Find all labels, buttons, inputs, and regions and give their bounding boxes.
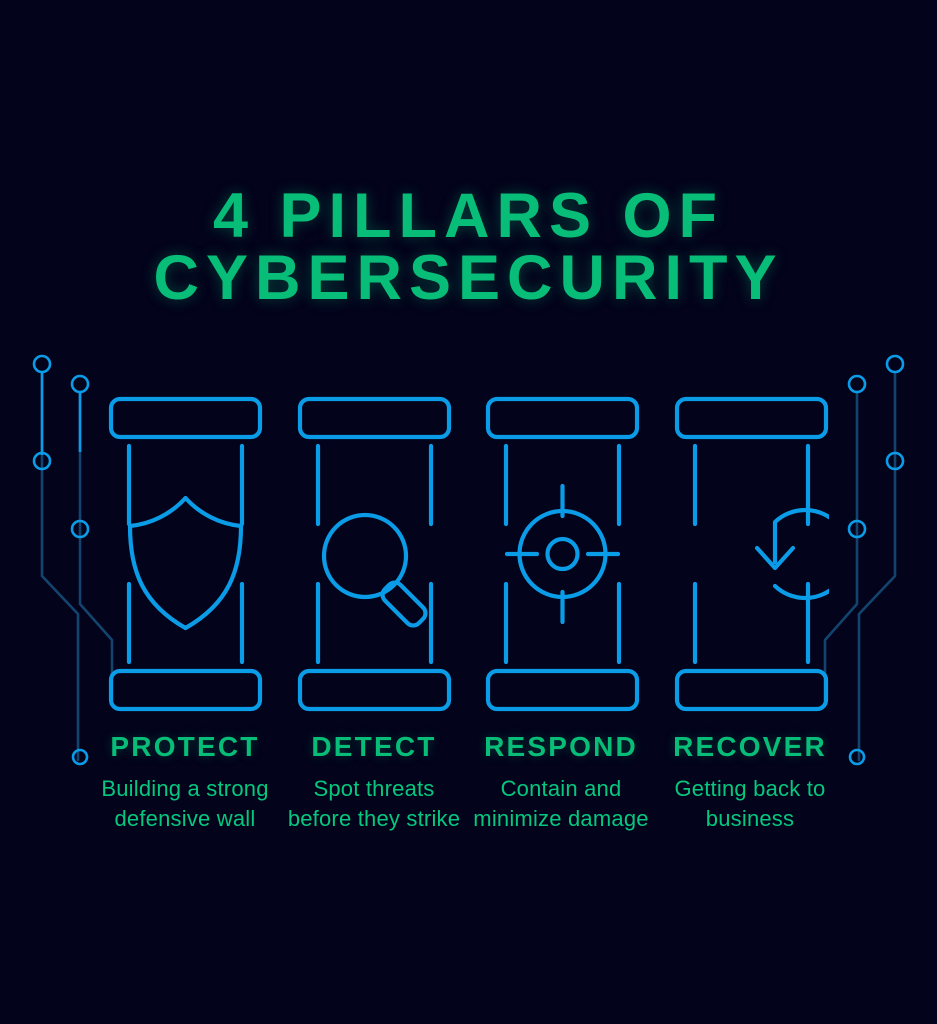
magnifying-glass-icon: [321, 512, 428, 628]
circuit-trace-left-outer: [40, 370, 80, 762]
pillar-heading-respond: RESPOND: [484, 731, 638, 762]
pillar-label-detect: DETECT Spot threats before they strike: [280, 731, 468, 834]
pillar-heading-detect: DETECT: [311, 731, 437, 762]
pillar-cap-bottom: [674, 668, 829, 712]
magnifier-handle: [380, 580, 428, 628]
circuit-node-left-2: [32, 451, 52, 471]
pillar-description-protect: Building a strong defensive wall: [101, 775, 269, 831]
pillar-label-protect: PROTECT Building a strong defensive wall: [91, 731, 279, 834]
pillar-description-recover: Getting back to business: [674, 775, 826, 831]
pillar-heading-protect: PROTECT: [110, 731, 260, 762]
circuit-node-right-1: [885, 354, 905, 374]
pillar-cap-bottom: [108, 668, 263, 712]
pillar-cap-top: [674, 396, 829, 440]
pillar-graphic-detect: [297, 396, 452, 712]
pillar-cap-top: [108, 396, 263, 440]
pillar-graphic-protect: [108, 396, 263, 712]
circular-arrow-icon: [754, 507, 829, 601]
circuit-trace-right-inner: [823, 390, 859, 702]
circuit-node-left-3: [70, 374, 90, 394]
pillar-labels-row: PROTECT Building a strong defensive wall…: [0, 731, 937, 892]
pillar-cap-bottom: [485, 668, 640, 712]
circuit-node-left-4: [70, 519, 90, 539]
page-title: 4 PILLARS OF CYBERSECURITY: [0, 181, 937, 313]
pillar-heading-recover: RECOVER: [673, 731, 827, 762]
circuit-node-right-2: [885, 451, 905, 471]
shield-icon: [127, 495, 244, 631]
pillar-description-detect: Spot threats before they strike: [287, 775, 461, 831]
pillar-description-respond: Contain and minimize damage: [473, 775, 649, 831]
pillars-row: [108, 396, 829, 712]
pillar-label-recover: RECOVER Getting back to business: [656, 731, 844, 834]
circuit-node-right-3: [847, 374, 867, 394]
crosshair-target-icon: [504, 483, 621, 625]
title-line-1: 4 PILLARS OF: [212, 181, 725, 251]
pillar-cap-bottom: [297, 668, 452, 712]
pillar-label-respond: RESPOND Contain and minimize damage: [467, 731, 655, 834]
pillar-graphic-respond: [485, 396, 640, 712]
pillar-graphic-recover: [674, 396, 829, 712]
circuit-trace-right-outer: [857, 370, 897, 762]
arrow-head: [754, 545, 796, 571]
circuit-node-left-1: [32, 354, 52, 374]
circuit-node-right-4: [847, 519, 867, 539]
pillar-cap-top: [485, 396, 640, 440]
title-line-2: CYBERSECURITY: [153, 242, 784, 313]
pillar-cap-top: [297, 396, 452, 440]
